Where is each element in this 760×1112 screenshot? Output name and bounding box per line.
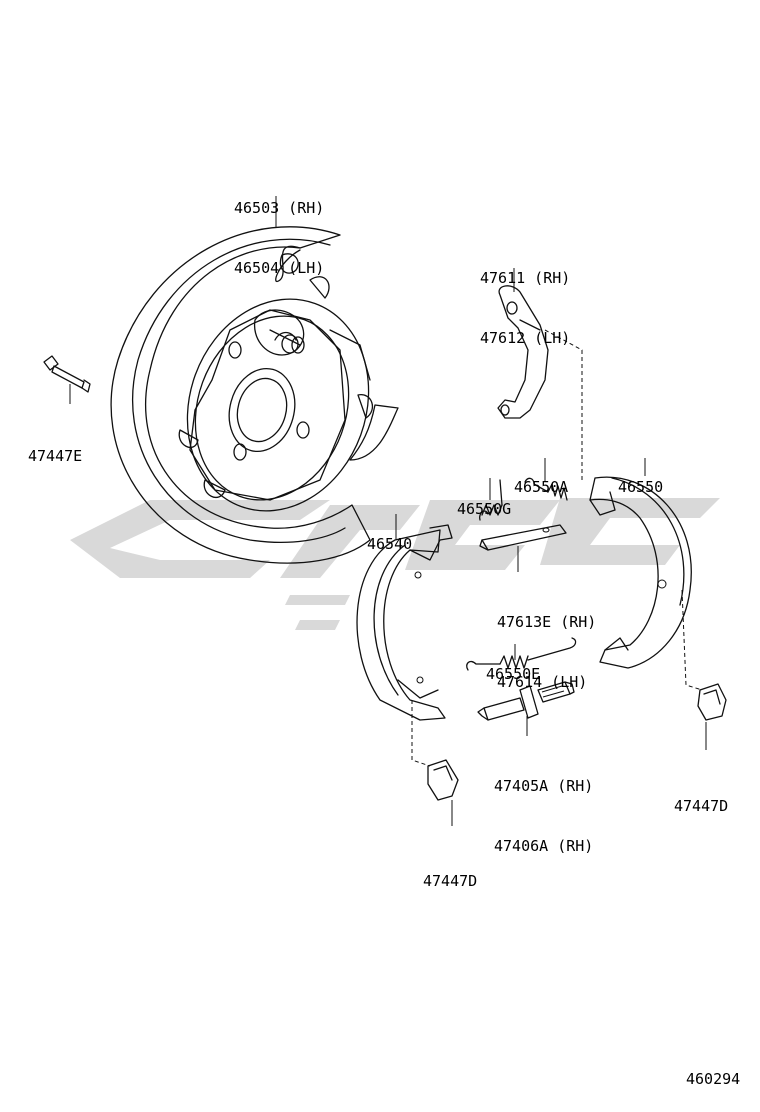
label-spring-g: 46550G [457,459,511,559]
strut-part [479,524,567,551]
label-line: 46503 (RH) [234,199,325,217]
label-line: 47447D [423,872,478,890]
label-line: 47614 (LH) [497,673,588,691]
clip-right-part [697,683,727,721]
watermark-logo [70,498,720,630]
label-shoe-right: 46550 [618,437,663,537]
label-backing-plate: 46503 (RH) 46504 (LH) [234,158,324,318]
label-strut: 47613E (RH) 47614 (LH) [497,572,596,732]
label-line: 47613E (RH) [497,613,597,631]
clip-left-part [427,759,459,801]
label-line: 47611 (RH) [480,269,571,287]
adjuster-part [477,681,575,721]
label-line: 46550 [618,478,664,496]
label-line: 46550G [457,500,512,518]
label-line: 47405A (RH) [494,777,594,795]
backing-plate [110,226,399,564]
label-line: 47612 (LH) [480,329,571,347]
figure-number: 460294 [686,1070,741,1088]
bolt-part [43,355,91,393]
label-line: 46504 (LH) [234,259,325,277]
spring-e-part [466,637,577,671]
label-spring-a: 46550A [514,437,568,537]
label-line: 46550A [514,478,569,496]
label-bolt: 47447E [28,406,82,506]
label-shoe-left: 46540 [367,494,412,594]
label-clip-left: 47447D [423,831,477,931]
spring-g-part [479,479,503,521]
label-line: 46550E [486,665,541,683]
leader-lines [69,196,707,826]
label-line: 47447E [28,447,83,465]
left-shoe-part [356,524,453,721]
label-line: 46540 [367,535,413,553]
label-line: 47447D [674,797,729,815]
label-clip-right: 47447D [674,756,728,856]
bellcrank-part [497,285,549,419]
label-spring-e: 46550E [486,624,540,724]
label-adjuster: 47405A (RH) 47406A (RH) [494,736,593,896]
spring-a-part [524,477,568,501]
label-bellcrank: 47611 (RH) 47612 (LH) [480,228,570,388]
label-line: 47406A (RH) [494,837,594,855]
right-shoe-part [589,476,692,669]
